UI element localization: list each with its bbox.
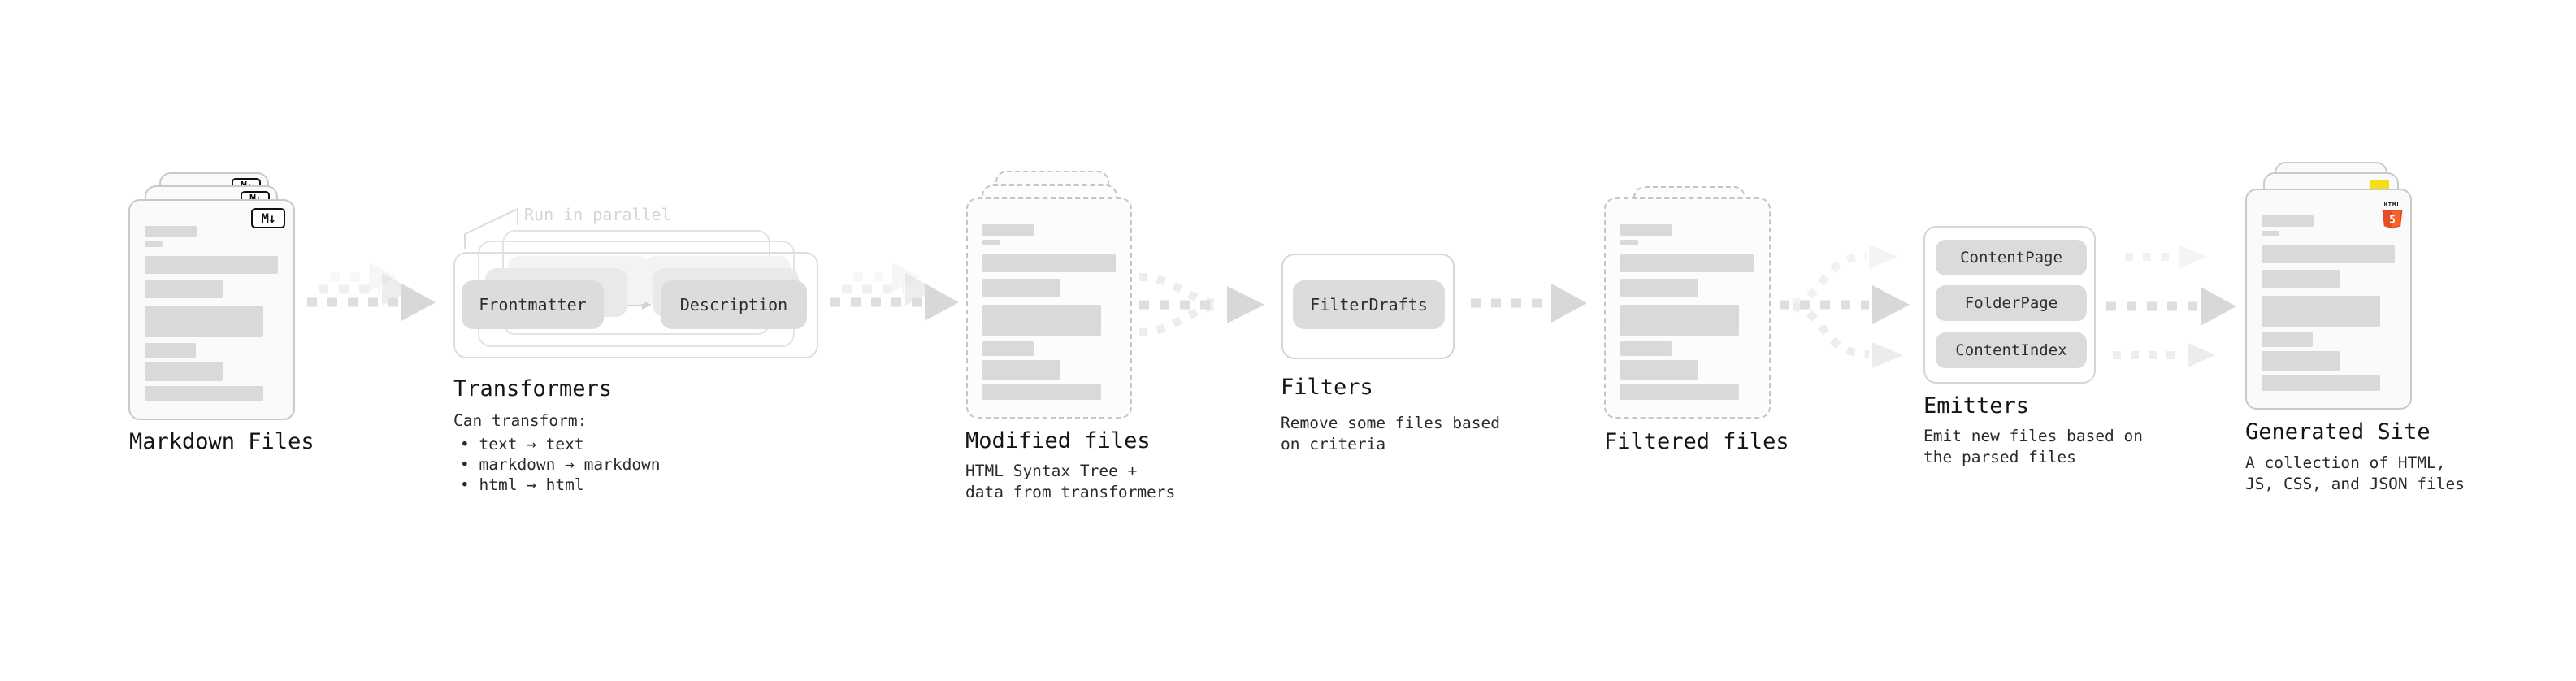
doc-text-bar — [145, 343, 196, 358]
doc-text-bar — [982, 360, 1060, 380]
doc-text-bar — [1620, 305, 1739, 336]
emitter-chip-contentpage: ContentPage — [1936, 240, 2087, 275]
doc-text-bar — [2262, 215, 2314, 227]
doc-text-bar — [1620, 384, 1739, 400]
document-sheet: M↓ — [128, 199, 295, 420]
stage-title-markdown-files: Markdown Files — [129, 429, 314, 454]
doc-text-bar — [145, 256, 278, 274]
doc-text-bar — [982, 305, 1101, 336]
doc-text-bar — [2262, 375, 2380, 391]
doc-text-bar — [1620, 224, 1672, 236]
html5-shield: 5 — [2382, 210, 2403, 229]
run-in-parallel-note: Run in parallel — [524, 205, 671, 224]
markdown-icon: M↓ — [251, 208, 285, 228]
stage-title-filters: Filters — [1281, 375, 1373, 400]
doc-text-bar — [145, 362, 223, 381]
filtered-files-stack — [1604, 186, 1807, 430]
filters-subtitle: Remove some files based on criteria — [1281, 414, 1501, 453]
transformers-bullet: • markdown → markdown — [460, 455, 661, 474]
stage-title-filtered-files: Filtered files — [1604, 429, 1789, 454]
stage-title-transformers: Transformers — [453, 376, 613, 401]
stage-title-modified-files: Modified files — [965, 428, 1151, 453]
doc-text-bar — [2262, 351, 2340, 371]
doc-text-bar — [1620, 360, 1698, 380]
emitter-chip-folderpage: FolderPage — [1936, 285, 2087, 321]
doc-text-bar — [145, 280, 223, 298]
run-in-parallel-leader-line — [464, 207, 518, 249]
doc-text-bar — [145, 226, 197, 237]
emitter-chip-contentindex: ContentIndex — [1936, 332, 2087, 368]
doc-text-bar — [2262, 245, 2395, 263]
markdown-files-stack: M↓ M↓ M↓ — [128, 172, 332, 424]
doc-text-bar — [982, 279, 1060, 297]
doc-text-bar — [2262, 296, 2380, 327]
emitters-container: ContentPage FolderPage ContentIndex — [1923, 226, 2096, 384]
arrow-markdown-to-transformers — [307, 262, 436, 321]
filterdrafts-chip: FilterDrafts — [1293, 280, 1445, 329]
transformers-bullet: • text → text — [460, 435, 584, 453]
frontmatter-chip: Frontmatter — [462, 280, 604, 329]
arrow-transformers-to-modified — [830, 262, 959, 321]
doc-text-bar — [2262, 231, 2279, 236]
arrow-filtered-to-emitters-split — [1780, 245, 1910, 368]
doc-text-bar — [1620, 341, 1672, 356]
doc-text-bar — [982, 240, 1000, 245]
arrow-emitters-to-site — [2106, 245, 2236, 367]
description-chip: Description — [661, 280, 807, 329]
transformers-description-heading: Can transform: — [453, 411, 588, 430]
doc-text-bar — [982, 224, 1034, 236]
stage-title-generated-site: Generated Site — [2245, 419, 2431, 445]
doc-text-bar — [982, 341, 1034, 356]
doc-text-bar — [145, 306, 263, 337]
modified-files-subtitle: HTML Syntax Tree + data from transformer… — [965, 462, 1176, 501]
doc-text-bar — [982, 254, 1116, 272]
modified-files-stack — [966, 171, 1169, 423]
doc-text-bar — [1620, 279, 1698, 297]
arrow-modified-to-filters-merge — [1138, 273, 1264, 336]
generated-site-stack: CSS HTML 5 — [2245, 162, 2448, 414]
svg-text:5: 5 — [2389, 215, 2396, 227]
doc-text-bar — [1620, 254, 1754, 272]
transformers-bullet: • html → html — [460, 475, 584, 494]
document-sheet — [1604, 197, 1771, 419]
doc-text-bar — [2262, 332, 2313, 347]
document-sheet: HTML 5 — [2245, 189, 2412, 410]
html5-icon: HTML 5 — [2382, 194, 2403, 232]
stage-title-emitters: Emitters — [1923, 393, 2030, 419]
emitters-subtitle: Emit new files based on the parsed files — [1923, 427, 2144, 466]
doc-text-bar — [982, 384, 1101, 400]
transformer-container-front — [453, 252, 818, 358]
doc-text-bar — [1620, 240, 1638, 245]
generated-site-subtitle: A collection of HTML, JS, CSS, and JSON … — [2245, 453, 2465, 493]
doc-text-bar — [145, 386, 263, 401]
html5-icon-label: HTML — [2383, 202, 2401, 208]
doc-text-bar — [2262, 270, 2340, 288]
doc-text-bar — [145, 241, 163, 247]
document-sheet — [966, 197, 1132, 419]
arrow-filters-to-filtered — [1471, 284, 1587, 323]
